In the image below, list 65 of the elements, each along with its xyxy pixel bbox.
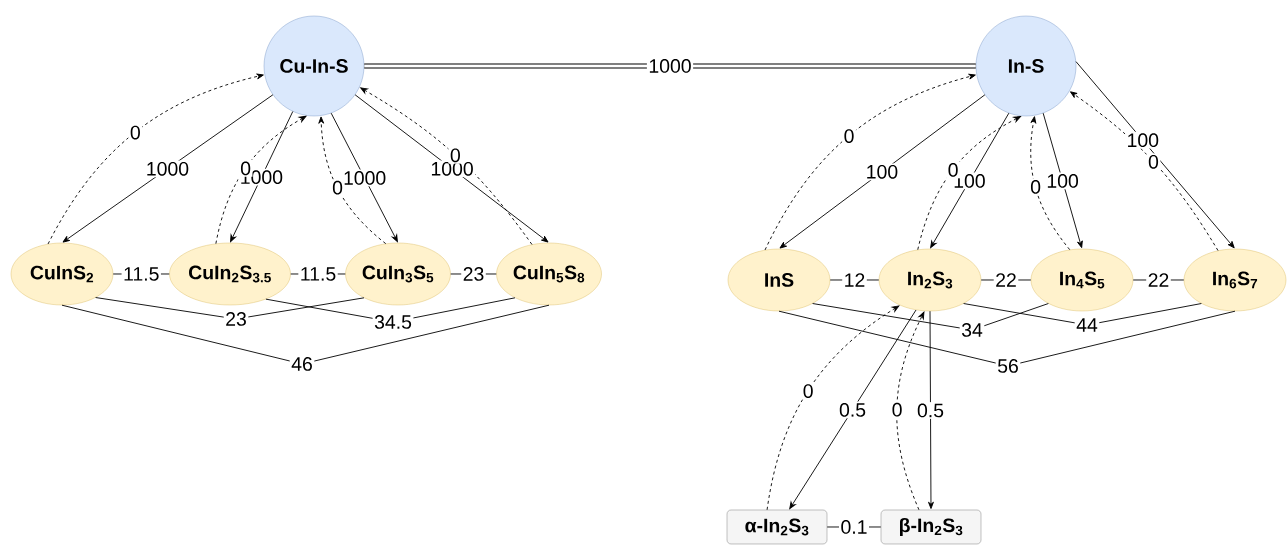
edge-label: 0 <box>1146 153 1161 171</box>
ellipse-node: In$_{2}$S$_{3}$ <box>878 248 982 312</box>
edge-label: 22 <box>993 271 1019 289</box>
arrow <box>47 73 264 245</box>
edge-label: 22 <box>1146 271 1171 289</box>
connector-line <box>778 310 1236 367</box>
edge-label: 0 <box>890 401 904 419</box>
arrow <box>62 94 274 243</box>
ellipse-node: CuIn$_{2}$S$_{3.5}$ <box>169 242 291 306</box>
edge-label: 0.5 <box>915 402 946 419</box>
arrow <box>318 116 387 245</box>
arrow <box>766 305 900 511</box>
ellipse-node: In$_{6}$S$_{7}$ <box>1183 248 1287 312</box>
arrow <box>896 311 925 511</box>
edge-label: 44 <box>1074 316 1100 334</box>
arrow <box>764 73 976 251</box>
edge-label: 100 <box>864 163 900 181</box>
arrow <box>1070 91 1219 251</box>
ellipse-node: CuInS$_{2}$ <box>10 242 114 306</box>
connector-line <box>95 297 365 320</box>
edge-label: 12 <box>842 271 867 289</box>
edge-label: 34 <box>959 321 985 339</box>
connector-line <box>364 63 976 69</box>
circle-node: In-S <box>975 15 1077 117</box>
arrow <box>917 116 1021 251</box>
edge-label: 0 <box>801 382 816 400</box>
arrow <box>779 94 986 249</box>
edge-label: 1000 <box>341 169 388 187</box>
arrow <box>789 309 917 510</box>
arrow <box>360 87 533 245</box>
edge-label: 1000 <box>144 160 191 178</box>
edge-label: 0 <box>842 127 856 145</box>
edge-label: 0 <box>330 179 345 197</box>
arrow <box>215 115 307 245</box>
arrow <box>928 310 934 509</box>
ellipse-node: InS <box>727 248 831 312</box>
edge-label: 46 <box>289 355 315 373</box>
arrow <box>1075 61 1235 249</box>
ellipse-node: CuIn$_{3}$S$_{5}$ <box>345 242 451 306</box>
edge-label: 56 <box>995 357 1021 375</box>
ellipse-node: CuIn$_{5}$S$_{8}$ <box>496 242 602 306</box>
circle-node: Cu-In-S <box>263 15 365 117</box>
edge-label: 0 <box>128 124 143 141</box>
edge-label: 1000 <box>646 57 694 75</box>
arrow <box>930 112 1010 249</box>
edge-label: 0.1 <box>839 518 869 536</box>
connector-line <box>812 303 1049 331</box>
connector-line <box>61 304 550 365</box>
edge-label: 11.5 <box>121 265 161 283</box>
arrow <box>1042 112 1083 249</box>
arrow <box>230 111 294 243</box>
ellipse-node: In$_{4}$S$_{5}$ <box>1030 248 1134 312</box>
rounded-box: α-In$_{2}$S$_{3}$ <box>726 509 828 545</box>
arrow <box>330 112 398 243</box>
arrow <box>1030 116 1071 251</box>
arrow <box>354 94 549 243</box>
edge-label: 0 <box>1028 178 1043 196</box>
edge-label: 34.5 <box>372 313 414 331</box>
connector-line <box>963 303 1202 326</box>
edge-label: 11.5 <box>298 265 338 283</box>
rounded-box: β-In$_{2}$S$_{3}$ <box>880 509 982 545</box>
edge-label: 23 <box>461 265 486 283</box>
edge-label: 23 <box>223 310 249 328</box>
edge-label: 0.5 <box>837 401 868 419</box>
edge-label: 100 <box>1125 131 1161 149</box>
